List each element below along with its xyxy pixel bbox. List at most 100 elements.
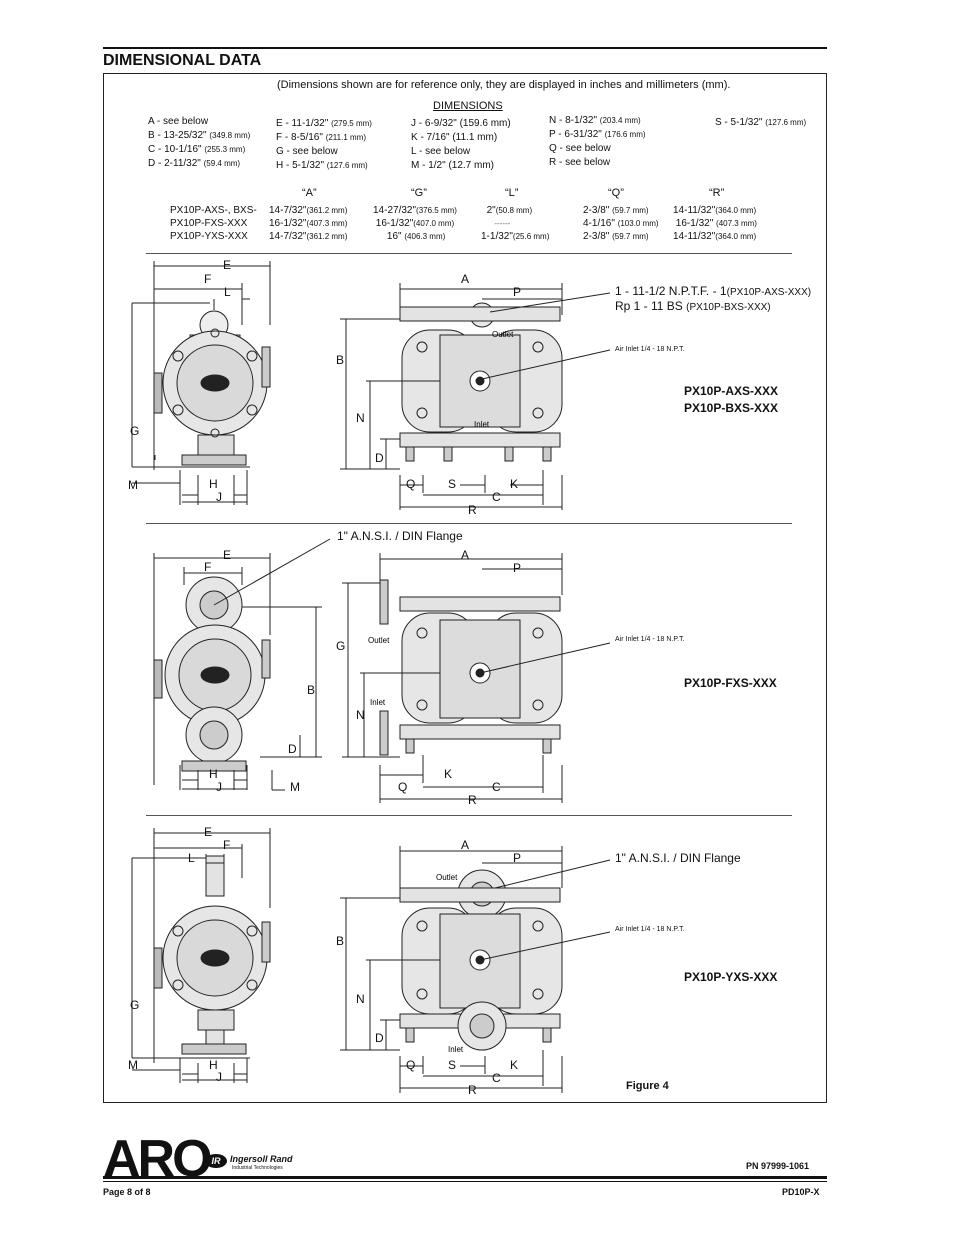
dim-s-3: S <box>448 1058 457 1072</box>
front-view-pump-2 <box>379 579 563 756</box>
document-id: PD10P-X <box>782 1187 820 1197</box>
dim-n-1: N <box>356 411 365 425</box>
page-number: Page 8 of 8 <box>103 1187 151 1197</box>
flange-label-3: 1" A.N.S.I. / DIN Flange <box>615 851 741 865</box>
model-label-fxs: PX10P-FXS-XXX <box>684 676 777 690</box>
outlet-label-2: Outlet <box>368 636 390 645</box>
dim-p-2: P <box>513 561 522 575</box>
header-l: “L” <box>505 187 519 199</box>
dim-d-2: D <box>288 742 297 756</box>
company-name: Ingersoll Rand <box>230 1154 293 1164</box>
dim-n-2: N <box>356 708 365 722</box>
dim-c-1: C <box>492 490 501 504</box>
dim-f-1: F <box>204 272 212 286</box>
dim-k-3: K <box>510 1058 519 1072</box>
model-label-axs: PX10P-AXS-XXX <box>684 384 779 398</box>
a-column: 14-7/32"(361.2 mm) 16-1/32"(407.3 mm) 14… <box>269 205 348 242</box>
section2-drawing: Outlet Inlet <box>153 538 611 803</box>
dim-b-1: B <box>336 353 345 367</box>
air-inlet-3: Air Inlet 1/4 - 18 N.P.T. <box>615 926 685 933</box>
dims-col-1: A - see below B - 13-25/32" (349.8 mm) C… <box>148 116 251 169</box>
page-title: DIMENSIONAL DATA <box>103 52 262 69</box>
dim-e-1: E <box>223 258 232 272</box>
dim-r-1: R <box>468 503 477 517</box>
dim-b-3: B <box>336 934 345 948</box>
dim-n-3: N <box>356 992 365 1006</box>
model-label-yxs: PX10P-YXS-XXX <box>684 970 778 984</box>
outlet-label-1: Outlet <box>492 330 514 339</box>
dim-q-3: Q <box>406 1058 416 1072</box>
dim-e-2: E <box>223 548 232 562</box>
dim-q-2: Q <box>398 780 408 794</box>
dim-k-2: K <box>444 767 453 781</box>
air-inlet-1: Air Inlet 1/4 - 18 N.P.T. <box>615 346 685 353</box>
header-g: “G” <box>411 187 427 199</box>
dims-col-5: S - 5-1/32" (127.6 mm) <box>715 117 807 128</box>
footer-rule-thick <box>103 1176 827 1179</box>
l-column: 2"(50.8 mm) ------ 1-1/32"(25.6 mm) <box>481 205 550 242</box>
dim-g-2: G <box>336 639 346 653</box>
air-inlet-2: Air Inlet 1/4 - 18 N.P.T. <box>615 636 685 643</box>
header-r: “R” <box>709 187 725 199</box>
dim-a-3: A <box>461 838 470 852</box>
dim-s-1: S <box>448 477 457 491</box>
dim-a-1: A <box>461 272 470 286</box>
g-column: 14-27/32"(376.5 mm) 16-1/32"(407.0 mm) 1… <box>373 205 457 242</box>
dim-c-3: C <box>492 1071 501 1085</box>
dim-j-3: J <box>216 1070 222 1084</box>
q-column: 2-3/8" (59.7 mm) 4-1/16" (103.0 mm) 2-3/… <box>583 205 659 242</box>
header-q: “Q” <box>608 187 624 199</box>
inlet-label-3: Inlet <box>448 1045 464 1054</box>
dim-m-1: M <box>128 478 138 492</box>
side-view-pump-2 <box>153 576 271 772</box>
dim-m-2: M <box>290 780 300 794</box>
dims-col-3: J - 6-9/32" (159.6 mm) K - 7/16" (11.1 m… <box>411 118 511 171</box>
section3-drawing: Outlet Inlet <box>131 828 611 1093</box>
dim-p-3: P <box>513 851 522 865</box>
model-column: PX10P-AXS-, BXS- PX10P-FXS-XXX PX10P-YXS… <box>170 205 257 242</box>
figure-caption: Figure 4 <box>626 1080 669 1092</box>
model-label-bxs: PX10P-BXS-XXX <box>684 401 779 415</box>
dim-g-1: G <box>130 424 140 438</box>
front-view-pump-1 <box>399 302 563 462</box>
dim-b-2: B <box>307 683 316 697</box>
front-view-pump-3 <box>399 869 563 1051</box>
inlet-label-2: Inlet <box>370 698 386 707</box>
dim-l-1: L <box>224 285 231 299</box>
dim-d-1: D <box>375 451 384 465</box>
dim-c-2: C <box>492 780 501 794</box>
dim-h-1: H <box>209 477 218 491</box>
dim-f-2: F <box>204 560 212 574</box>
flange-label-2: 1" A.N.S.I. / DIN Flange <box>337 529 463 543</box>
dim-l-3: L <box>188 851 195 865</box>
part-number: PN 97999-1061 <box>746 1161 810 1171</box>
outlet-label-3: Outlet <box>436 873 458 882</box>
ir-logo-icon: IR <box>205 1154 227 1168</box>
dims-col-4: N - 8-1/32" (203.4 mm) P - 6-31/32" (176… <box>549 115 646 168</box>
dim-h-3: H <box>209 1058 218 1072</box>
dim-h-2: H <box>209 767 218 781</box>
dim-p-1: P <box>513 285 522 299</box>
side-view-pump-1 <box>153 310 271 466</box>
section-rule-1 <box>146 253 792 254</box>
dimensions-heading: DIMENSIONS <box>433 100 503 112</box>
reference-note: (Dimensions shown are for reference only… <box>277 79 731 91</box>
dim-f-3: F <box>223 838 231 852</box>
side-view-pump-3 <box>153 855 271 1055</box>
company-sub: Industrial Technologies <box>232 1165 283 1171</box>
r-column: 14-11/32"(364.0 mm) 16-1/32" (407.3 mm) … <box>673 205 757 242</box>
inlet-label-1: Inlet <box>474 420 490 429</box>
dim-r-3: R <box>468 1083 477 1097</box>
dim-a-2: A <box>461 548 470 562</box>
dim-k-1: K <box>510 477 519 491</box>
dim-j-1: J <box>216 490 222 504</box>
dim-d-3: D <box>375 1031 384 1045</box>
dim-m-3: M <box>128 1058 138 1072</box>
footer-rule-thin <box>103 1181 827 1182</box>
port-spec-bs: Rp 1 - 11 BS (PX10P-BXS-XXX) <box>615 299 771 313</box>
content-frame <box>103 73 827 1103</box>
dims-col-2: E - 11-1/32" (279.5 mm) F - 8-5/16" (211… <box>276 118 372 171</box>
header-a: “A” <box>302 187 317 199</box>
section-rule-3 <box>146 815 792 816</box>
dim-g-3: G <box>130 998 140 1012</box>
